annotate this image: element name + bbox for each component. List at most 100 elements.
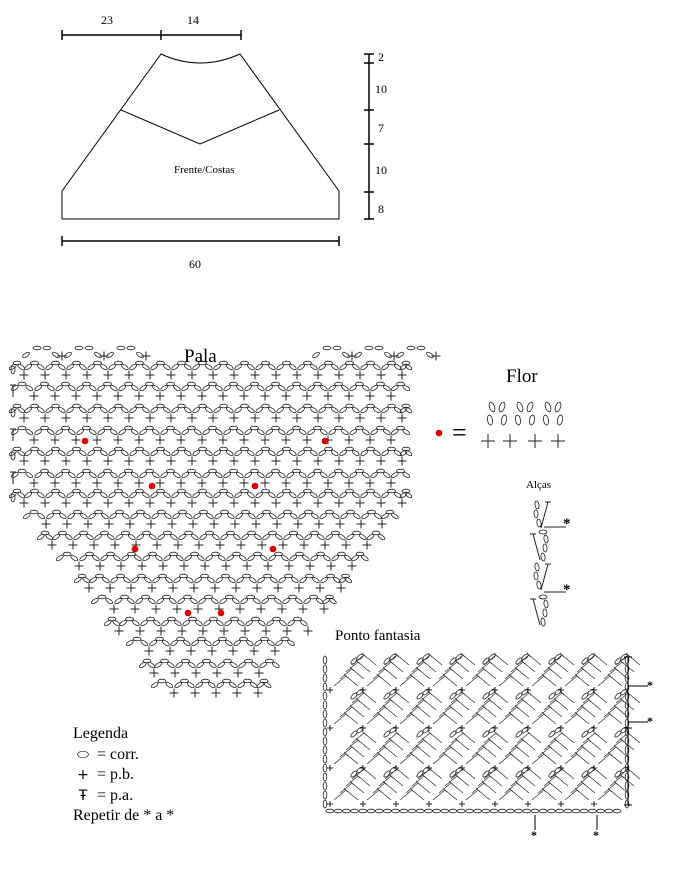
chain-oval-icon: [214, 428, 223, 436]
chain-oval-icon: [82, 468, 91, 474]
chain-oval-icon: [90, 597, 99, 605]
chain-oval-icon: [521, 653, 529, 661]
flower-marker-dot: [148, 482, 156, 490]
dimension-label-23: 23: [101, 13, 113, 27]
chain-oval-icon: [290, 576, 299, 584]
chain-oval-icon: [556, 414, 564, 426]
chain-oval-icon: [322, 691, 328, 701]
chain-oval-icon: [183, 491, 192, 499]
double-crochet-icon: [549, 706, 563, 718]
chain-oval-icon: [193, 428, 202, 436]
double-crochet-icon: Ŧ: [78, 787, 88, 804]
repeat-bracket-lines: [534, 656, 648, 830]
single-crochet-plus-icon: [229, 413, 239, 423]
chain-oval-icon: [70, 554, 79, 562]
chain-oval-icon: [488, 726, 496, 734]
chain-oval-icon: [268, 530, 277, 536]
chain-oval-icon: [288, 594, 297, 600]
double-crochet-icon: [540, 501, 551, 529]
single-crochet-plus-icon: [365, 435, 375, 445]
chain-oval-icon: [542, 608, 548, 618]
double-crochet-icon: [489, 775, 503, 787]
chain-oval-icon: [331, 530, 340, 536]
chain-oval-icon: [40, 468, 49, 474]
single-crochet-plus-icon: [19, 370, 29, 380]
single-crochet-plus-icon: [147, 583, 157, 593]
double-crochet-icon: [462, 732, 476, 744]
chain-oval-icon: [299, 619, 308, 627]
single-crochet-plus-icon: [292, 456, 302, 466]
double-crochet-icon: [456, 699, 470, 711]
single-crochet-plus-icon: [105, 583, 115, 593]
double-crochet-icon: [576, 675, 590, 687]
chain-oval-icon: [289, 530, 298, 536]
single-crochet-plus-icon: [323, 391, 333, 401]
single-crochet-plus-icon: [528, 434, 542, 448]
chain-oval-icon: [225, 594, 234, 600]
chain-oval-icon: [391, 808, 401, 814]
chain-oval-icon: [51, 488, 60, 494]
chain-oval-icon: [17, 449, 26, 457]
chain-oval-icon: [404, 491, 413, 499]
chain-oval-icon: [563, 808, 573, 814]
single-crochet-plus-icon: [50, 478, 60, 488]
chain-oval-icon: [322, 745, 328, 755]
chain-oval-icon: [29, 509, 39, 515]
chain-oval-icon: [58, 530, 67, 536]
chain-oval-icon: [624, 781, 630, 791]
chain-oval-icon: [218, 636, 227, 642]
single-crochet-plus-icon: [187, 456, 197, 466]
single-crochet-plus-icon: [347, 561, 357, 571]
chain-oval-icon: [295, 551, 304, 557]
chain-oval-icon: [124, 381, 133, 387]
chain-oval-icon: [263, 573, 272, 579]
single-crochet-plus-icon: [125, 519, 135, 529]
single-crochet-plus-icon: [41, 519, 51, 529]
double-crochet-icon: [390, 739, 404, 751]
chain-oval-icon: [345, 360, 354, 366]
single-crochet-plus-icon: [292, 498, 302, 508]
double-crochet-icon: [396, 654, 410, 666]
single-crochet-plus-icon: [166, 456, 176, 466]
double-crochet-icon: [516, 746, 530, 758]
double-crochet-icon: [549, 782, 563, 794]
chain-oval-icon: [620, 653, 628, 661]
single-crochet-plus-icon: [19, 498, 29, 508]
single-crochet-plus-icon: [103, 413, 113, 423]
single-crochet-plus-icon: [176, 435, 186, 445]
double-crochet-icon: [477, 789, 491, 801]
double-crochet-icon: [588, 661, 602, 673]
chain-oval-icon: [322, 682, 328, 692]
flor-title: Flor: [506, 366, 538, 387]
chain-oval-icon: [88, 471, 97, 479]
double-crochet-icon: [429, 654, 443, 666]
chain-oval-icon: [229, 425, 238, 431]
chain-oval-icon: [37, 512, 46, 520]
single-crochet-plus-icon: [261, 626, 271, 636]
chain-oval-icon: [197, 636, 206, 642]
chain-oval-icon: [199, 509, 208, 515]
chain-oval-icon: [393, 449, 402, 457]
chain-oval-icon: [106, 551, 115, 557]
chain-oval-icon: [162, 406, 171, 414]
double-crochet-icon: [444, 675, 458, 687]
single-crochet-plus-icon: [282, 626, 292, 636]
single-crochet-plus-icon: [344, 435, 354, 445]
chain-oval-icon: [588, 808, 597, 814]
chain-oval-icon: [146, 616, 155, 622]
chain-oval-icon: [57, 491, 66, 499]
double-crochet-icon: [390, 699, 404, 711]
chain-oval-icon: [358, 533, 367, 541]
single-crochet-plus-icon: [228, 646, 238, 656]
single-crochet-plus-icon: [176, 478, 186, 488]
single-crochet-plus-icon: [219, 626, 229, 636]
chain-oval-icon: [340, 471, 349, 479]
chain-oval-icon: [166, 661, 175, 669]
double-crochet-icon: [564, 787, 580, 801]
single-crochet-plus-icon: [229, 498, 239, 508]
chain-oval-icon: [58, 512, 67, 520]
chain-oval-icon: [554, 653, 562, 661]
chain-oval-icon: [51, 360, 60, 366]
chain-oval-icon: [272, 616, 281, 622]
chain-oval-icon: [175, 554, 184, 562]
